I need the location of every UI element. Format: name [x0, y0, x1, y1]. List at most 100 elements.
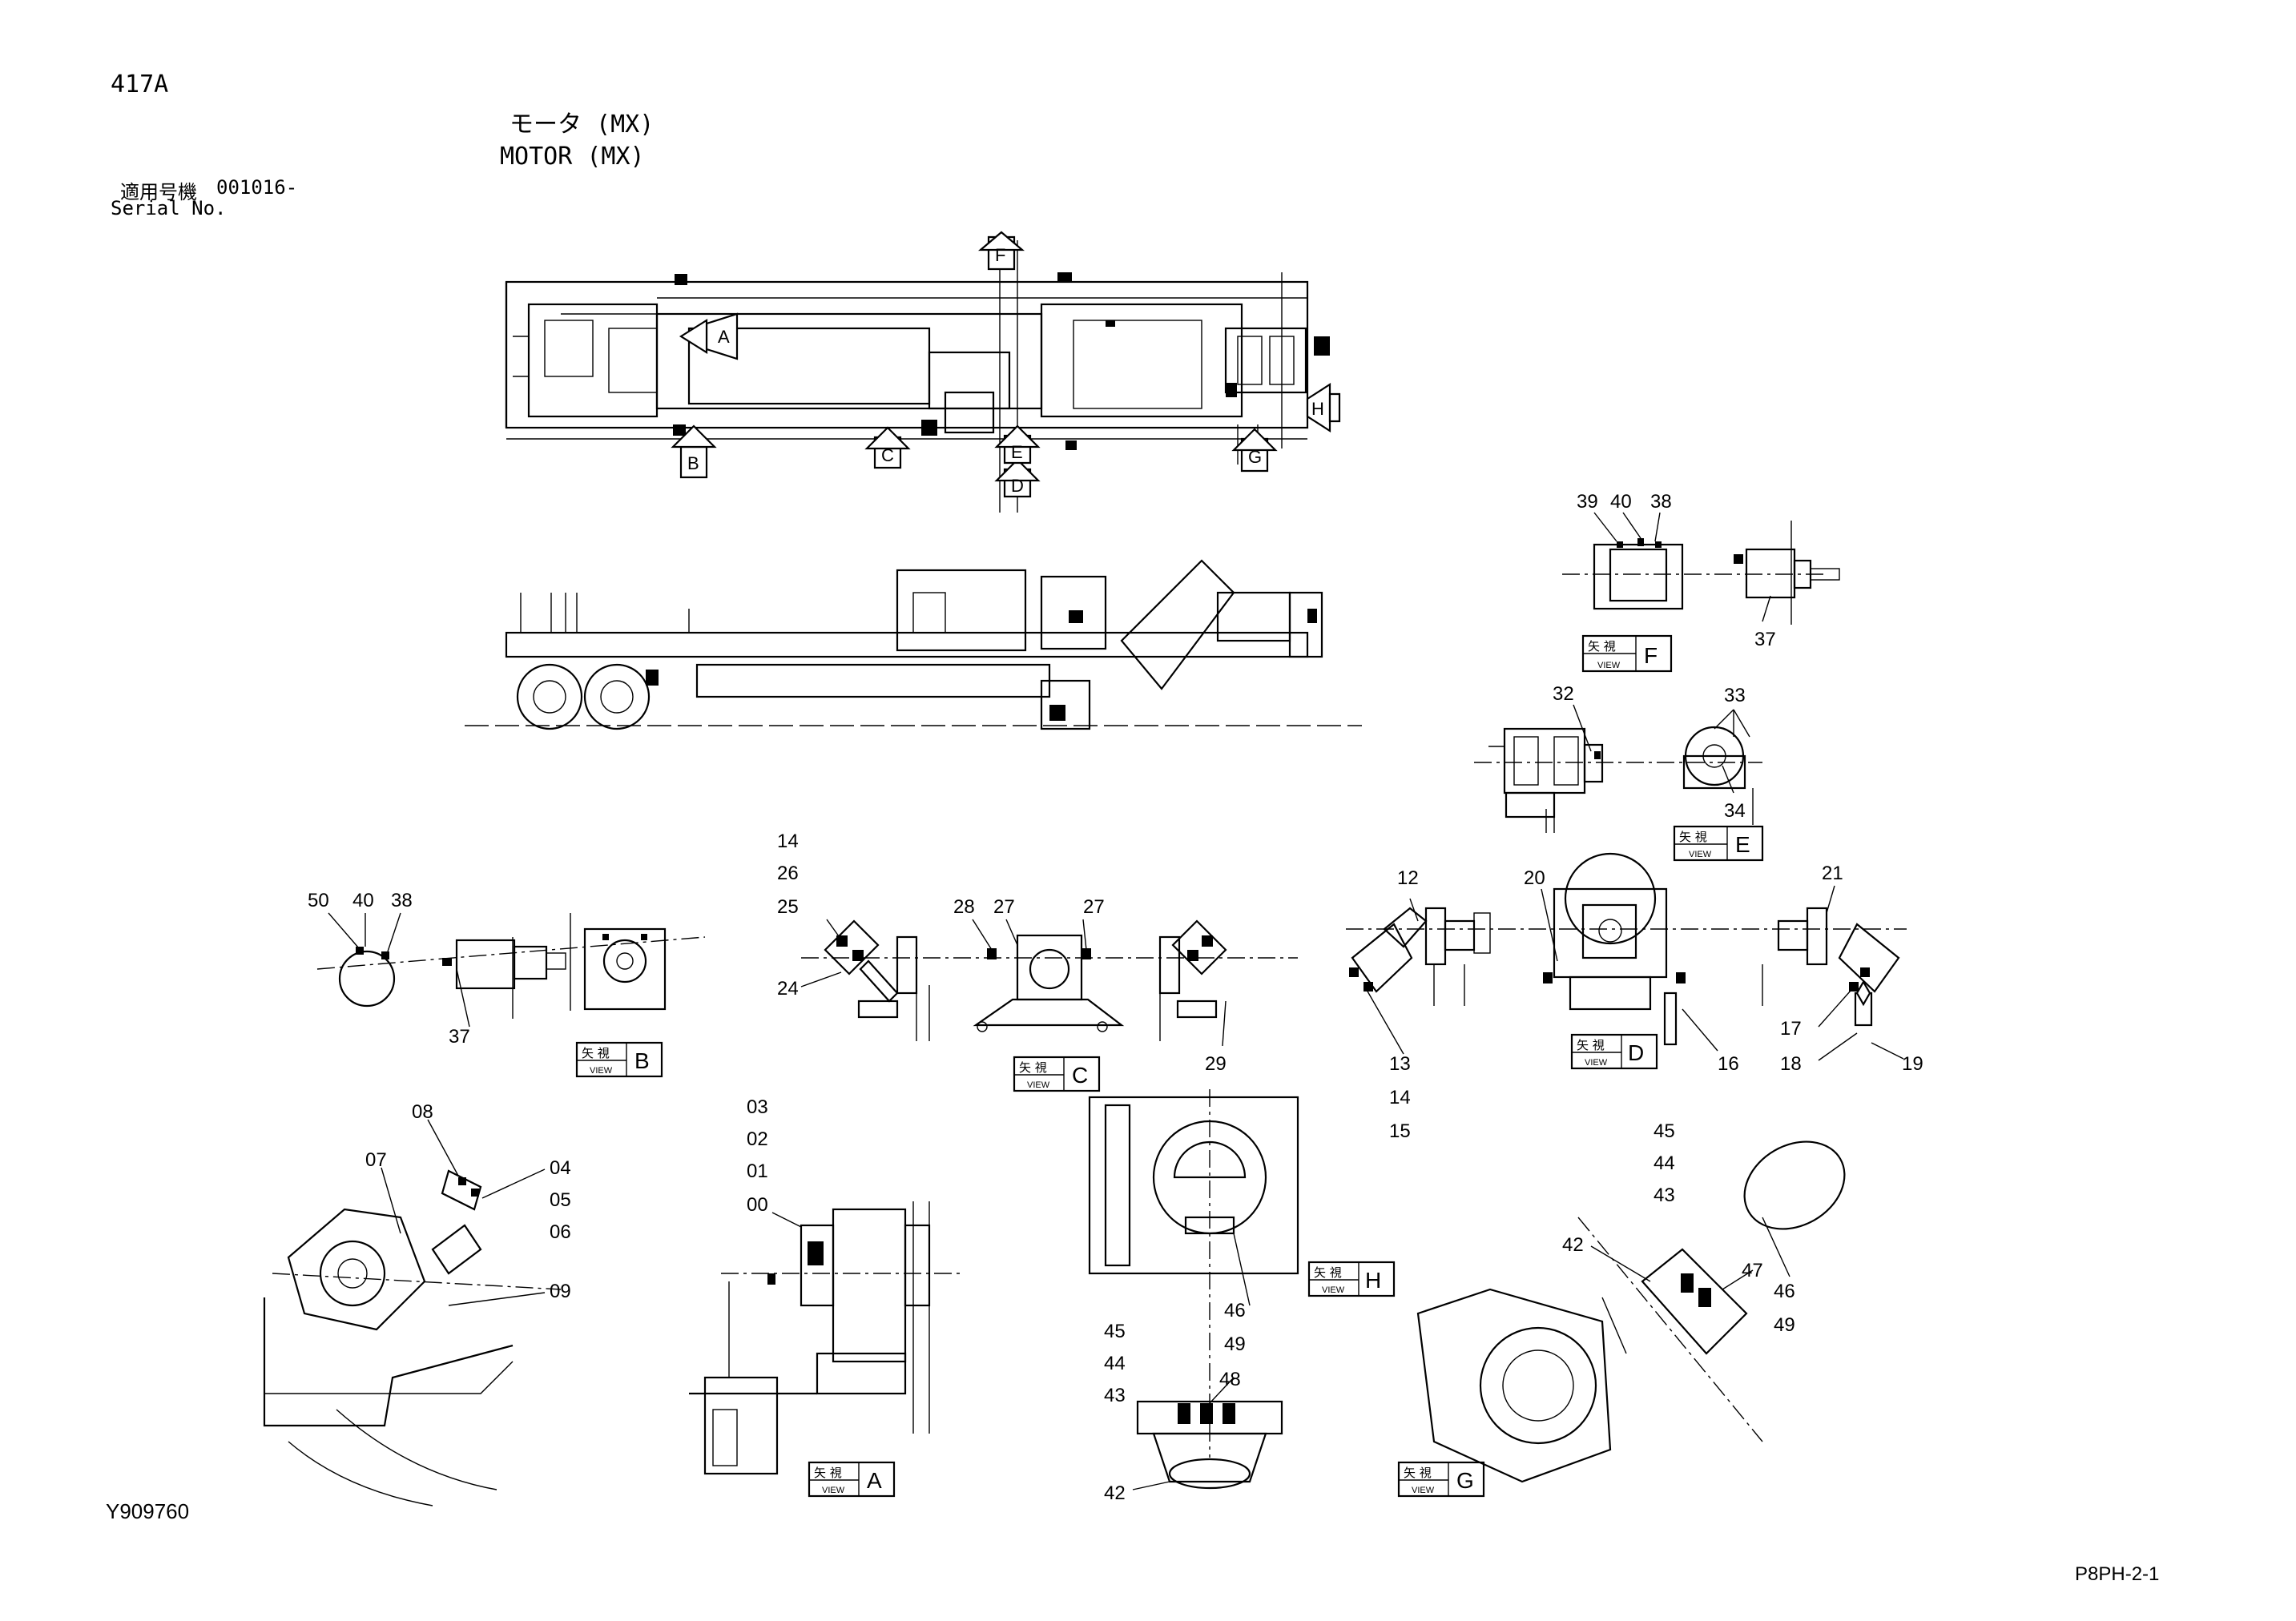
callout-42-g: 42 — [1562, 1234, 1584, 1256]
view-arrow-g: G — [1231, 428, 1278, 473]
motor-detail-left — [263, 1169, 562, 1506]
title-japanese: モータ (MX) — [510, 111, 655, 139]
view-b-detail — [316, 913, 706, 1019]
callout-18: 18 — [1780, 1053, 1802, 1075]
callout-48: 48 — [1219, 1369, 1241, 1390]
callout-26: 26 — [777, 863, 799, 884]
view-g-detail — [1416, 1140, 1846, 1483]
view-box-f: 矢 視 VIEW F — [1581, 634, 1673, 673]
svg-text:矢 視: 矢 視 — [814, 1466, 842, 1480]
part-numbers: 39 40 38 37 32 33 34 14 26 25 24 28 27 2… — [308, 491, 1923, 1504]
view-letter-e: E — [1735, 832, 1750, 857]
callout-44: 44 — [1104, 1353, 1126, 1374]
view-box-d: 矢 視 VIEW D — [1570, 1033, 1658, 1070]
callout-21: 21 — [1822, 863, 1843, 884]
callout-40-left: 40 — [352, 890, 374, 911]
title-english: MOTOR (MX) — [500, 143, 645, 171]
callout-45-g: 45 — [1654, 1120, 1675, 1142]
svg-text:VIEW: VIEW — [1585, 1058, 1608, 1068]
callout-20: 20 — [1524, 867, 1545, 889]
svg-text:VIEW: VIEW — [590, 1066, 613, 1076]
callout-09: 09 — [550, 1281, 571, 1302]
serial-value: 001016- — [216, 176, 298, 199]
view-box-h: 矢 視 VIEW H — [1307, 1261, 1396, 1297]
arrow-letter-g: G — [1248, 447, 1262, 467]
arrow-letter-b: B — [687, 453, 699, 473]
callout-04: 04 — [550, 1157, 571, 1179]
callout-12: 12 — [1397, 867, 1419, 889]
leader-lines — [328, 512, 1904, 1490]
callout-34: 34 — [1724, 800, 1746, 822]
arrow-letter-h: H — [1311, 399, 1324, 419]
drawing-number: Y909760 — [106, 1499, 190, 1523]
view-letter-h: H — [1365, 1268, 1381, 1293]
callout-07: 07 — [365, 1149, 387, 1171]
callout-38: 38 — [1650, 491, 1672, 513]
view-letter-d: D — [1628, 1040, 1644, 1065]
view-letter-b: B — [634, 1048, 650, 1073]
view-box-b: 矢 視 VIEW B — [575, 1041, 663, 1078]
callout-46: 46 — [1224, 1300, 1246, 1321]
callout-17: 17 — [1780, 1018, 1802, 1040]
callout-37-left: 37 — [449, 1026, 470, 1048]
view-letter-c: C — [1072, 1063, 1088, 1088]
callout-13: 13 — [1389, 1053, 1411, 1075]
chassis-side-view — [465, 559, 1362, 730]
svg-text:矢 視: 矢 視 — [1679, 830, 1707, 844]
view-arrow-c: C — [864, 426, 911, 469]
callout-33: 33 — [1724, 685, 1746, 706]
svg-text:VIEW: VIEW — [1689, 850, 1712, 859]
svg-text:矢 視: 矢 視 — [1588, 639, 1616, 654]
view-a-detail — [689, 1201, 961, 1475]
callout-49: 49 — [1224, 1333, 1246, 1355]
svg-text:矢 視: 矢 視 — [1404, 1466, 1432, 1480]
view-h-detail — [1088, 1089, 1299, 1490]
callout-40: 40 — [1610, 491, 1632, 513]
view-c-detail — [801, 919, 1298, 1041]
arrow-letter-d: D — [1011, 476, 1024, 496]
arrow-letter-c: C — [881, 445, 894, 465]
arrow-letter-f: F — [995, 245, 1005, 265]
callout-45: 45 — [1104, 1321, 1126, 1342]
callout-01: 01 — [747, 1160, 768, 1182]
svg-text:矢 視: 矢 視 — [1577, 1038, 1605, 1052]
callout-46-g: 46 — [1774, 1281, 1795, 1302]
view-f-detail — [1562, 521, 1840, 625]
serial-label-japanese: 適用号機 — [120, 181, 197, 203]
view-letter-g: G — [1456, 1468, 1474, 1493]
callout-14-d: 14 — [1389, 1087, 1411, 1108]
callout-43-g: 43 — [1654, 1185, 1675, 1206]
callout-37: 37 — [1754, 629, 1776, 650]
svg-text:VIEW: VIEW — [822, 1486, 845, 1495]
callout-29: 29 — [1205, 1053, 1227, 1075]
callout-50: 50 — [308, 890, 329, 911]
callout-03: 03 — [747, 1096, 768, 1118]
callout-27: 27 — [993, 896, 1015, 918]
svg-text:VIEW: VIEW — [1412, 1486, 1435, 1495]
view-letter-f: F — [1644, 643, 1658, 668]
view-box-g: 矢 視 VIEW G — [1397, 1461, 1485, 1498]
view-arrow-b: B — [671, 424, 717, 479]
callout-15: 15 — [1389, 1120, 1411, 1142]
view-d-detail — [1346, 852, 1907, 1046]
callout-39: 39 — [1577, 491, 1598, 513]
callout-14: 14 — [777, 831, 799, 852]
callout-24: 24 — [777, 978, 799, 1000]
svg-text:矢 視: 矢 視 — [1019, 1060, 1047, 1075]
callout-08: 08 — [412, 1101, 433, 1123]
drawing-code: 417A — [111, 70, 169, 99]
callout-00: 00 — [747, 1194, 768, 1216]
view-box-e: 矢 視 VIEW E — [1673, 825, 1764, 862]
callout-42: 42 — [1104, 1482, 1126, 1504]
callout-02: 02 — [747, 1128, 768, 1150]
callout-44-g: 44 — [1654, 1152, 1675, 1174]
callout-28: 28 — [953, 896, 975, 918]
callout-25: 25 — [777, 896, 799, 918]
callout-06: 06 — [550, 1221, 571, 1243]
callout-05: 05 — [550, 1189, 571, 1211]
view-e-detail — [1474, 726, 1762, 833]
svg-text:VIEW: VIEW — [1322, 1285, 1345, 1295]
callout-47: 47 — [1742, 1260, 1763, 1281]
view-box-a: 矢 視 VIEW A — [808, 1461, 896, 1498]
